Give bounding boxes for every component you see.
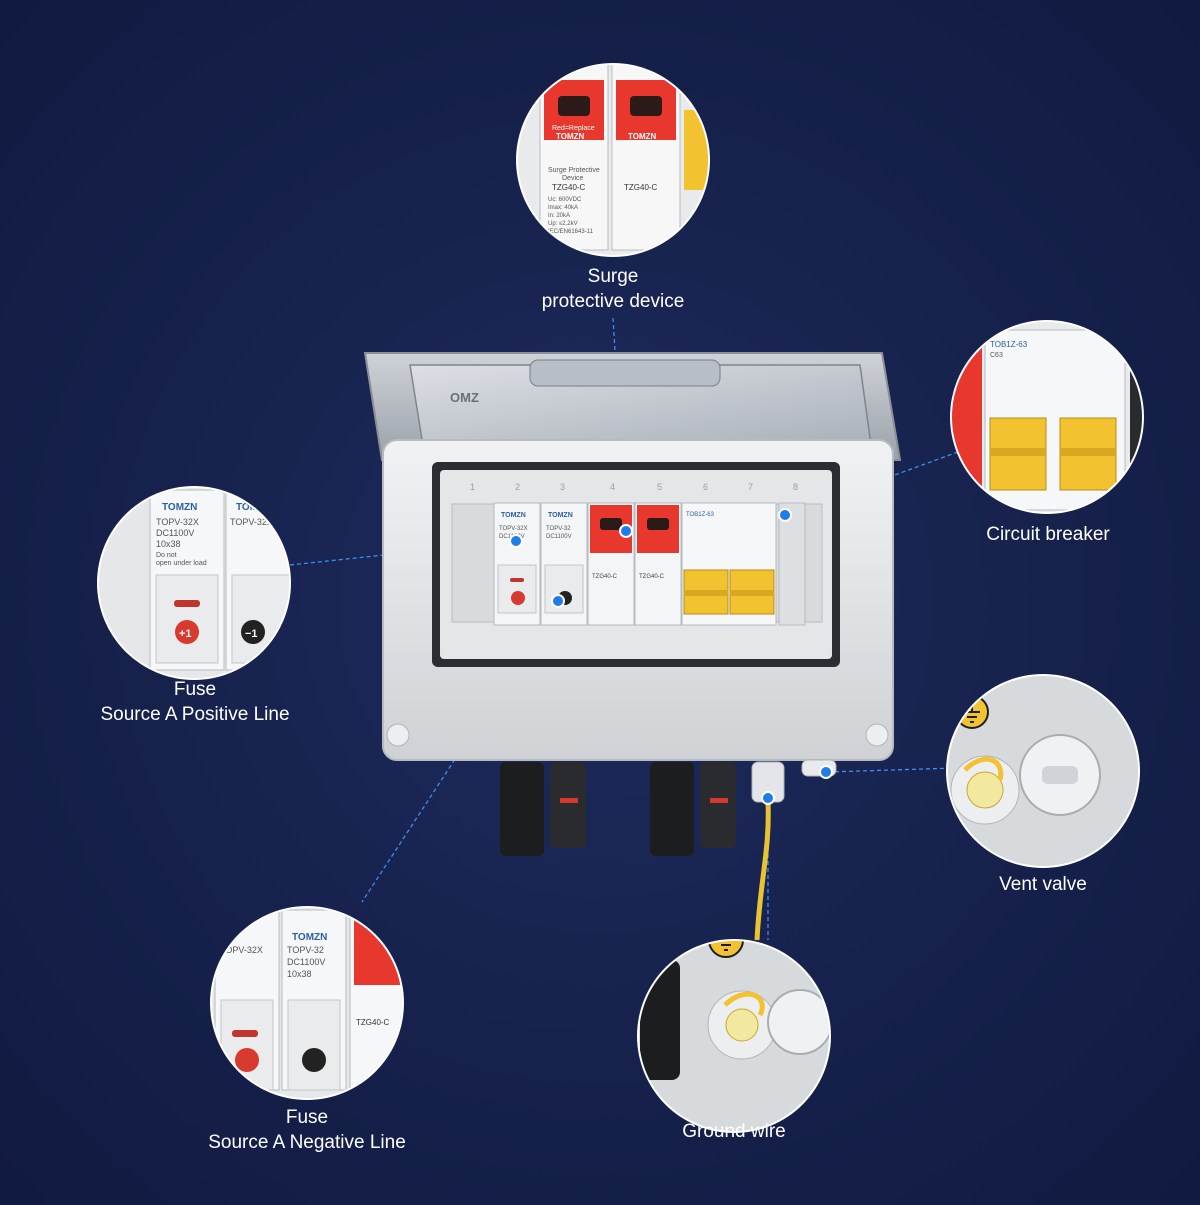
fuse-warning-text: Do not: [156, 552, 177, 559]
marker-dot-icon: [509, 534, 523, 548]
fuse-voltage-text: DC1100V: [156, 528, 194, 538]
fuse-model-text: TOPV-32X: [230, 517, 273, 527]
fuse-holder-positive: TOMZN TOPV-32X DC1100V: [493, 502, 541, 626]
din-number: 5: [657, 482, 662, 492]
spd-brand-text: TOMZN: [628, 132, 657, 141]
spd-spec-text: In: 20kA: [548, 213, 570, 219]
enclosure-label: OMZ: [450, 390, 479, 405]
spd-spec-text: IEC/EN61643-11: [548, 229, 594, 235]
spd-spec-text: Up: ≤2.2kV: [548, 221, 578, 227]
label-line: Ground wire: [682, 1121, 786, 1142]
fuse-brand: TOMZN: [501, 512, 526, 519]
fuse-pos-badge: +1: [179, 628, 192, 640]
din-numbers: 1 2 3 4 5 6 7 8: [470, 482, 798, 492]
lid-handle: [529, 359, 721, 387]
spd-model-text: TZG40-C: [624, 183, 658, 192]
spd-model: TZG40-C: [592, 574, 618, 580]
label-fuse-positive: Fuse Source A Positive Line: [100, 677, 289, 727]
spd-model-text: TZG40-C: [552, 183, 586, 192]
spd-model: TZG40-C: [639, 574, 665, 580]
ground-wire: [754, 801, 771, 941]
mc4-connectors: [500, 762, 736, 856]
zoom-vent-valve: [946, 674, 1140, 868]
label-vent-valve: Vent valve: [999, 872, 1087, 897]
spd-name-text: Surge Protective: [548, 167, 600, 174]
zoom-ground-wire: [637, 939, 831, 1133]
breaker-model: TOB1Z-63: [686, 512, 715, 518]
label-line: Fuse: [285, 1107, 329, 1128]
label-line: Circuit breaker: [986, 524, 1110, 545]
din-number: 6: [703, 482, 708, 492]
ground-symbol-icon: [708, 941, 744, 958]
leader-line-vent: [827, 767, 956, 773]
fuse-model: TOPV-32X: [499, 526, 528, 532]
din-number: 1: [470, 482, 475, 492]
fuse-size-text: 10x38: [287, 969, 312, 979]
fuse-model-text: TOPV-32X: [220, 945, 263, 955]
fuse-size-text: 10x38: [156, 539, 181, 549]
fuse-model: TOPV-32: [546, 526, 571, 532]
zoom-fuse-positive: TOMZN TOMZN TOPV-32X TOPV-32X DC1100V 10…: [97, 486, 291, 680]
spd-brand-text: TOMZN: [556, 132, 585, 141]
spd-model-text: TZG40-C: [356, 1018, 390, 1027]
breaker-model-text: TOB1Z-63: [990, 340, 1028, 349]
label-circuit-breaker: Circuit breaker: [986, 522, 1110, 547]
zoom-fuse-negative: TOMZN TOPV-32X TOPV-32 DC1100V 10x38 TZG…: [210, 906, 404, 1100]
label-fuse-negative: Fuse Source A Negative Line: [208, 1105, 406, 1155]
zoom-circuit-breaker: TOB1Z-63 C63: [950, 320, 1144, 514]
fuse-neg-badge: −1: [245, 628, 258, 640]
label-line: Surge: [587, 266, 639, 287]
fuse-warning-text: open under load: [156, 560, 207, 567]
fuse-voltage: DC1100V: [546, 534, 572, 540]
screw: [865, 723, 889, 747]
spd-module: TZG40-C: [587, 502, 635, 626]
din-number: 3: [560, 482, 565, 492]
fuse-brand: TOMZN: [548, 512, 573, 519]
fuse-brand-text: TOMZN: [162, 502, 197, 513]
spd-replace-text: Red=Replace: [552, 125, 595, 132]
label-line: Fuse: [173, 679, 217, 700]
label-surge-protective-device: Surge protective device: [542, 264, 685, 314]
label-line: Vent valve: [999, 874, 1087, 895]
breaker-rating-text: C63: [990, 352, 1003, 359]
fuse-model-text: TOPV-32X: [156, 517, 199, 527]
label-ground-wire: Ground wire: [682, 1119, 786, 1144]
marker-dots: [509, 508, 833, 805]
marker-dot-icon: [761, 791, 775, 805]
label-line: Source A Negative Line: [208, 1132, 406, 1153]
fuse-voltage-text: DC1100V: [287, 957, 325, 967]
spd-module: TZG40-C: [634, 502, 682, 626]
label-line: protective device: [541, 291, 685, 312]
label-line: Source A Positive Line: [100, 704, 290, 725]
marker-dot-icon: [619, 524, 633, 538]
end-stop: [778, 502, 806, 626]
spd-name-text: Device: [562, 175, 584, 182]
dc-breaker: TOB1Z-63: [681, 502, 777, 626]
screw: [386, 723, 410, 747]
fuse-brand-text: TOMZN: [292, 932, 327, 943]
spd-spec-text: Uc: 600VDC: [548, 197, 582, 203]
zoom-surge-protective-device: Red=Replace TOMZN TOMZN Surge Protective…: [516, 63, 710, 257]
din-number: 8: [793, 482, 798, 492]
fuse-model-text: TOPV-32: [287, 945, 324, 955]
din-number: 2: [515, 482, 520, 492]
fuse-holder-negative: TOMZN TOPV-32 DC1100V: [540, 502, 588, 626]
spd-spec-text: Imax: 40kA: [548, 205, 578, 211]
marker-dot-icon: [819, 765, 833, 779]
combiner-box: OMZ 1 2 3 4 5 6 7 8 TOMZN TOPV-32X DC110…: [363, 352, 902, 941]
din-number: 4: [610, 482, 615, 492]
marker-dot-icon: [551, 594, 565, 608]
din-number: 7: [748, 482, 753, 492]
marker-dot-icon: [778, 508, 792, 522]
